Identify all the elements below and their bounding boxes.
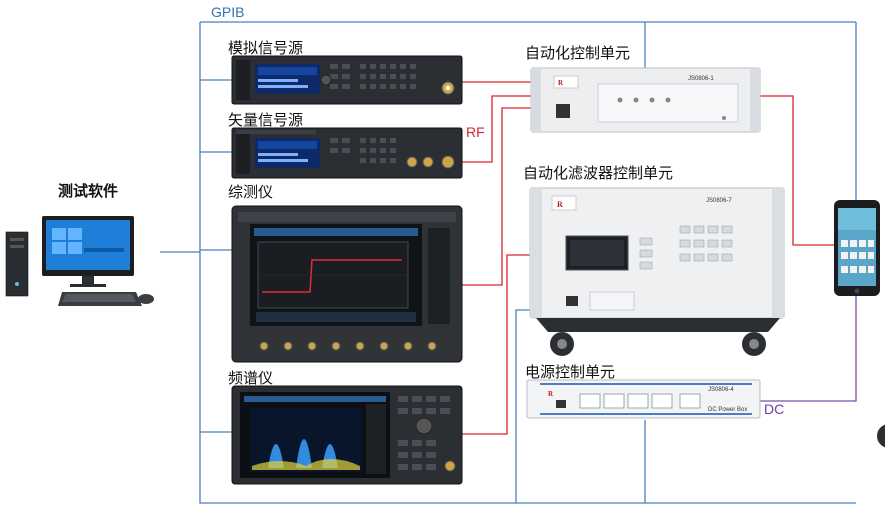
edge-circle-icon xyxy=(877,424,885,448)
filter-control-unit-device: R JS0806-7 xyxy=(529,187,785,356)
gpib-label: GPIB xyxy=(211,4,245,20)
test-software-label: 测试软件 xyxy=(58,182,119,200)
svg-text:R: R xyxy=(548,390,554,398)
filter-control-unit-label: 自动化滤波器控制单元 xyxy=(523,164,674,182)
power-control-unit-device: R JS0806-4 DC Power Box xyxy=(526,379,761,419)
spectrum-analyzer-device xyxy=(231,385,463,485)
svg-text:R: R xyxy=(557,200,563,209)
control-unit-model: JS0806-1 xyxy=(688,76,714,82)
rf-label: RF xyxy=(466,124,485,140)
dc-label: DC xyxy=(764,401,785,417)
analog-source-label: 模拟信号源 xyxy=(228,39,304,57)
spectrum-analyzer-label: 频谱仪 xyxy=(228,369,274,387)
power-unit-model: JS0806-4 xyxy=(708,387,734,393)
comprehensive-tester-device xyxy=(231,205,463,363)
power-unit-caption: DC Power Box xyxy=(708,407,747,413)
vector-source-label: 矢量信号源 xyxy=(228,111,304,129)
gpib-bus xyxy=(160,21,857,504)
comprehensive-tester-label: 综测仪 xyxy=(228,183,274,201)
auto-control-unit-label: 自动化控制单元 xyxy=(525,44,631,62)
auto-control-unit-device: R JS0806-1 xyxy=(530,67,761,133)
analog-signal-source-device xyxy=(231,55,463,105)
filter-unit-model: JS0806-7 xyxy=(706,198,732,204)
rf-lines xyxy=(462,81,835,435)
vector-signal-source-device xyxy=(231,127,463,179)
power-control-unit-label: 电源控制单元 xyxy=(525,363,616,381)
smartphone-icon xyxy=(834,200,880,296)
dc-line xyxy=(752,296,857,402)
pc-icon xyxy=(5,216,154,306)
svg-text:R: R xyxy=(558,79,564,87)
